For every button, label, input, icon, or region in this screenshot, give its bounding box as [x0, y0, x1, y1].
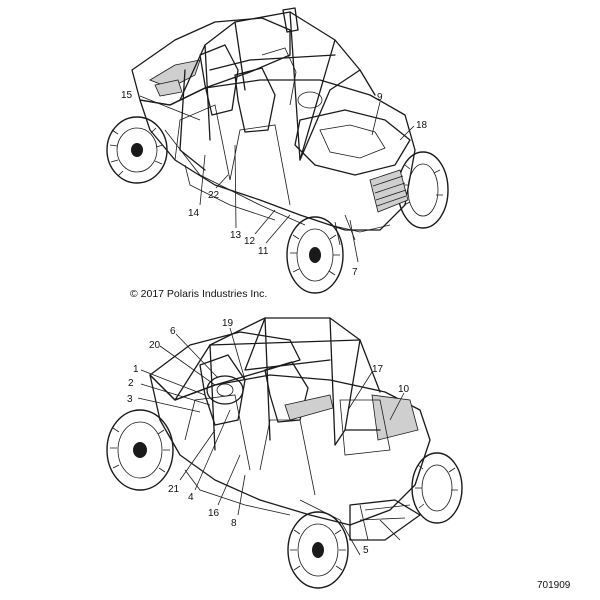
callout-12: 12 — [244, 236, 256, 247]
callout-2: 2 — [128, 378, 134, 389]
bottom-front-right-tire — [411, 452, 463, 524]
top-grille — [369, 169, 409, 213]
callout-8: 8 — [231, 518, 237, 529]
bottom-callout-leaders — [137, 327, 405, 541]
callout-6: 6 — [170, 326, 176, 337]
callout-16: 16 — [208, 508, 220, 519]
top-hood — [294, 109, 411, 176]
callout-15: 15 — [121, 90, 133, 101]
callout-5: 5 — [363, 545, 369, 556]
bottom-roll-cage — [174, 317, 381, 451]
callout-17: 17 — [372, 364, 384, 375]
top-seats — [199, 44, 239, 116]
bottom-callout-labels: 6 19 20 1 2 3 17 10 21 4 16 8 5 — [127, 318, 410, 556]
callout-18: 18 — [416, 120, 428, 131]
top-rear-tire — [106, 116, 168, 184]
callout-4: 4 — [188, 492, 194, 503]
top-cab-body — [139, 79, 416, 231]
callout-14: 14 — [188, 208, 200, 219]
callout-19: 19 — [222, 318, 234, 329]
top-rear-bed — [131, 17, 291, 106]
top-callout-leaders — [139, 95, 415, 263]
callout-7: 7 — [352, 267, 358, 278]
callout-22: 22 — [208, 190, 220, 201]
bottom-front-left-tire — [287, 511, 349, 589]
top-front-left-tire — [286, 216, 344, 294]
callout-1: 1 — [133, 364, 139, 375]
top-vehicle-illustration — [106, 7, 449, 294]
bottom-rear-tire — [106, 409, 174, 491]
top-callout-labels: 15 9 18 14 22 13 12 11 7 — [121, 90, 428, 278]
callout-3: 3 — [127, 394, 133, 405]
callout-21: 21 — [168, 484, 180, 495]
copyright-notice: © 2017 Polaris Industries Inc. — [130, 288, 268, 300]
callout-13: 13 — [230, 230, 242, 241]
bottom-vehicle-illustration — [106, 317, 463, 589]
document-number: 701909 — [537, 580, 571, 591]
callout-11: 11 — [258, 246, 269, 257]
callout-9: 9 — [377, 92, 383, 103]
callout-10: 10 — [398, 384, 410, 395]
callout-20: 20 — [149, 340, 161, 351]
top-roll-cage — [179, 7, 376, 171]
